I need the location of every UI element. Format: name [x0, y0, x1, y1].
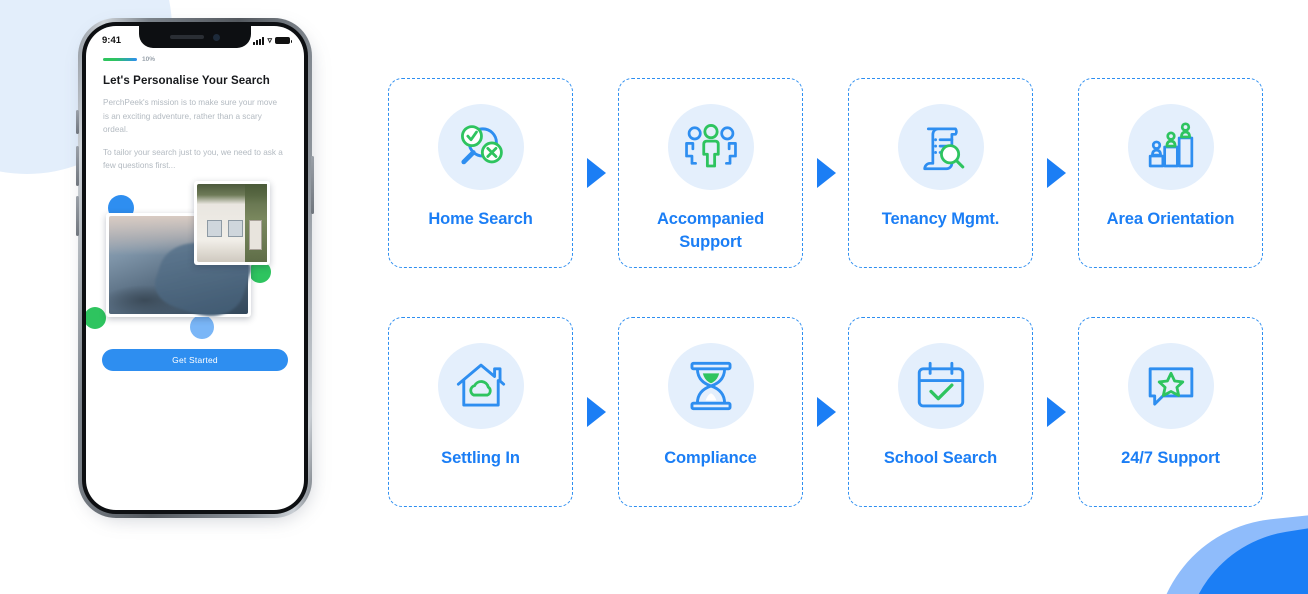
photo-city-london	[106, 212, 251, 317]
arrow-right-triangle-icon	[816, 158, 836, 188]
decorative-dot-green-middle	[249, 260, 271, 283]
photo-house-door	[249, 219, 262, 250]
phone-mockup: 9:41 ▿ 10% Let's Personalise Your Search…	[76, 18, 318, 524]
card-home-search[interactable]: Home Search	[388, 78, 573, 268]
photo-white-house	[194, 180, 270, 265]
card-tenancy-mgmt[interactable]: Tenancy Mgmt.	[848, 78, 1033, 268]
flow-row-1: Home Search Acc	[388, 78, 1263, 268]
phone-status-bar: 9:41 ▿	[86, 26, 304, 50]
flow-arrow-5	[803, 396, 848, 428]
photo-house-window-right	[228, 219, 243, 237]
status-bar-indicators: ▿	[253, 35, 292, 45]
card-label: School Search	[883, 449, 998, 467]
wifi-icon: ▿	[267, 35, 272, 45]
bar-chart-people-icon	[1148, 122, 1193, 168]
flow-arrow-6	[1033, 396, 1078, 428]
progress-bar-track	[103, 57, 137, 62]
arrow-right-triangle-icon	[586, 397, 606, 427]
card-school-search[interactable]: School Search	[848, 317, 1033, 507]
arrow-right-triangle-icon	[816, 397, 836, 427]
card-area-orientation[interactable]: Area Orientation	[1078, 78, 1263, 268]
three-people-icon	[684, 124, 737, 168]
icon-circle	[1127, 343, 1214, 429]
icon-circle	[437, 343, 524, 429]
speech-bubble-star-icon	[1148, 367, 1193, 406]
decorative-dot-green-left	[86, 306, 106, 329]
icon-circle	[667, 104, 754, 190]
phone-screen: 9:41 ▿ 10% Let's Personalise Your Search…	[86, 26, 304, 510]
phone-bezel: 9:41 ▿ 10% Let's Personalise Your Search…	[82, 22, 308, 514]
card-settling-in[interactable]: Settling In	[388, 317, 573, 507]
card-label: Tenancy Mgmt.	[881, 210, 1000, 228]
card-label: Accompanied Support	[656, 210, 765, 251]
hourglass-icon	[690, 361, 731, 411]
front-camera-icon	[213, 33, 220, 41]
get-started-button[interactable]: Get Started	[102, 348, 288, 371]
document-scroll-magnifier-icon	[922, 127, 964, 171]
icon-circle	[1127, 104, 1214, 190]
arrow-right-triangle-icon	[586, 158, 606, 188]
phone-screen-heading: Let's Personalise Your Search	[103, 75, 270, 87]
status-bar-time: 9:41	[102, 35, 122, 46]
phone-frame: 9:41 ▿ 10% Let's Personalise Your Search…	[76, 18, 314, 518]
flow-arrow-1	[573, 157, 618, 189]
flow-arrow-2	[803, 157, 848, 189]
decorative-dot-blue-bottom	[190, 314, 214, 339]
flow-arrow-4	[573, 396, 618, 428]
icon-circle	[667, 343, 754, 429]
earpiece-speaker-icon	[170, 35, 204, 39]
cellular-signal-icon	[253, 36, 265, 45]
phone-notch	[139, 26, 251, 48]
battery-icon	[275, 36, 292, 45]
arrow-right-triangle-icon	[1046, 158, 1066, 188]
icon-circle	[897, 104, 984, 190]
phone-screen-paragraph-1: PerchPeek's mission is to make sure your…	[103, 98, 278, 135]
phone-volume-up-button	[76, 146, 79, 186]
card-compliance[interactable]: Compliance	[618, 317, 803, 507]
phone-photo-collage	[86, 180, 304, 339]
calendar-check-icon	[917, 361, 964, 408]
services-flow-diagram: Home Search Acc	[388, 78, 1263, 507]
house-cloud-icon	[456, 363, 505, 407]
flow-row-2: Settling In Com	[388, 317, 1263, 507]
card-label: Area Orientation	[1106, 210, 1235, 228]
magnifier-check-cross-icon	[460, 125, 503, 165]
phone-screen-paragraph-2: To tailor your search just to you, we ne…	[103, 147, 283, 171]
photo-house-window-left	[207, 219, 222, 237]
card-label: Compliance	[664, 449, 757, 467]
photo-house-image	[197, 183, 267, 262]
phone-volume-down-button	[76, 196, 79, 236]
arrow-right-triangle-icon	[1046, 397, 1066, 427]
card-label: 24/7 Support	[1121, 449, 1220, 467]
card-accompanied-support[interactable]: Accompanied Support	[618, 78, 803, 268]
onboarding-progress: 10%	[86, 50, 304, 63]
flow-arrow-3	[1033, 157, 1078, 189]
card-247-support[interactable]: 24/7 Support	[1078, 317, 1263, 507]
card-label: Settling In	[441, 449, 520, 467]
icon-circle	[897, 343, 984, 429]
phone-mute-switch	[76, 110, 79, 134]
card-label: Home Search	[428, 210, 533, 228]
progress-percent-label: 10%	[142, 56, 156, 63]
icon-circle	[437, 104, 524, 190]
phone-power-button	[311, 156, 314, 214]
